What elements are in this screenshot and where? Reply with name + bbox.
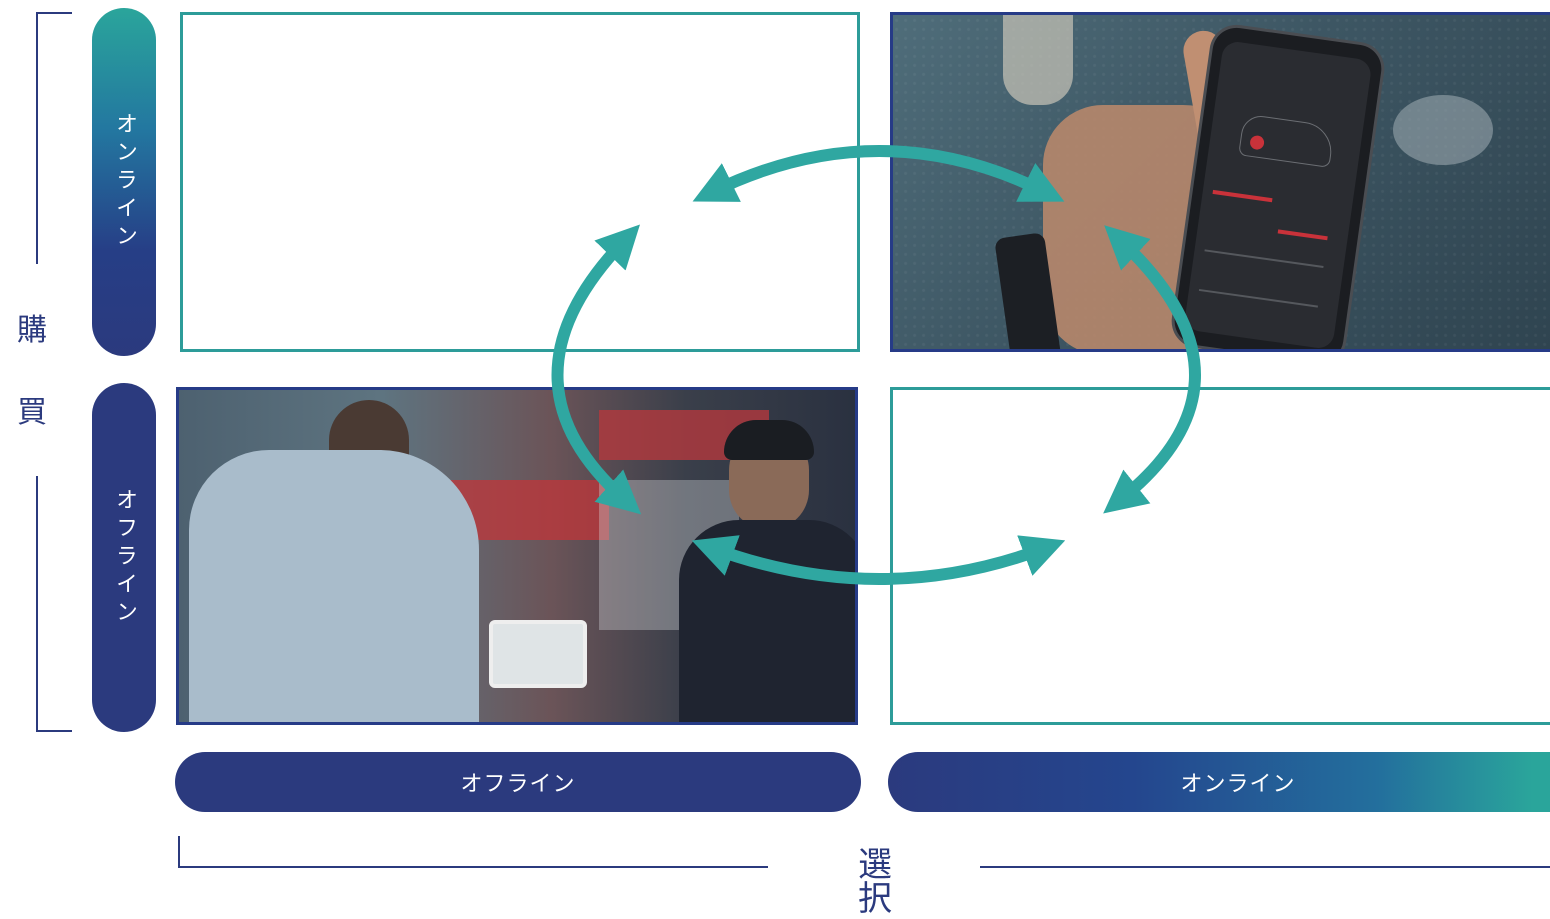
arrow-left [551,224,642,515]
horizontal-axis-line-right [980,866,1550,868]
cycle-arrows [551,145,1201,585]
vertical-pill-online: オンライン [92,8,156,356]
horizontal-pill-offline: オフライン [175,752,861,812]
horizontal-axis-line-left [178,836,768,868]
horizontal-pill-offline-label: オフライン [460,772,576,797]
vertical-axis-bracket-top [36,12,72,264]
vertical-pill-online-label: オンライン [112,112,137,252]
arrow-right [1103,225,1201,514]
horizontal-pill-online-label: オンライン [1180,772,1296,797]
horizontal-pill-online: オンライン [888,752,1550,812]
arrow-bottom [691,535,1066,585]
arrow-top [692,145,1065,202]
vertical-pill-offline-label: オフライン [112,487,137,628]
vertical-axis-bracket-bottom [36,476,72,732]
vertical-axis-label-char-2: 買 [17,395,47,430]
vertical-axis-label-char-1: 購 [17,313,47,348]
horizontal-axis-label: 選択 [858,845,932,919]
vertical-pill-offline: オフライン [92,383,156,732]
